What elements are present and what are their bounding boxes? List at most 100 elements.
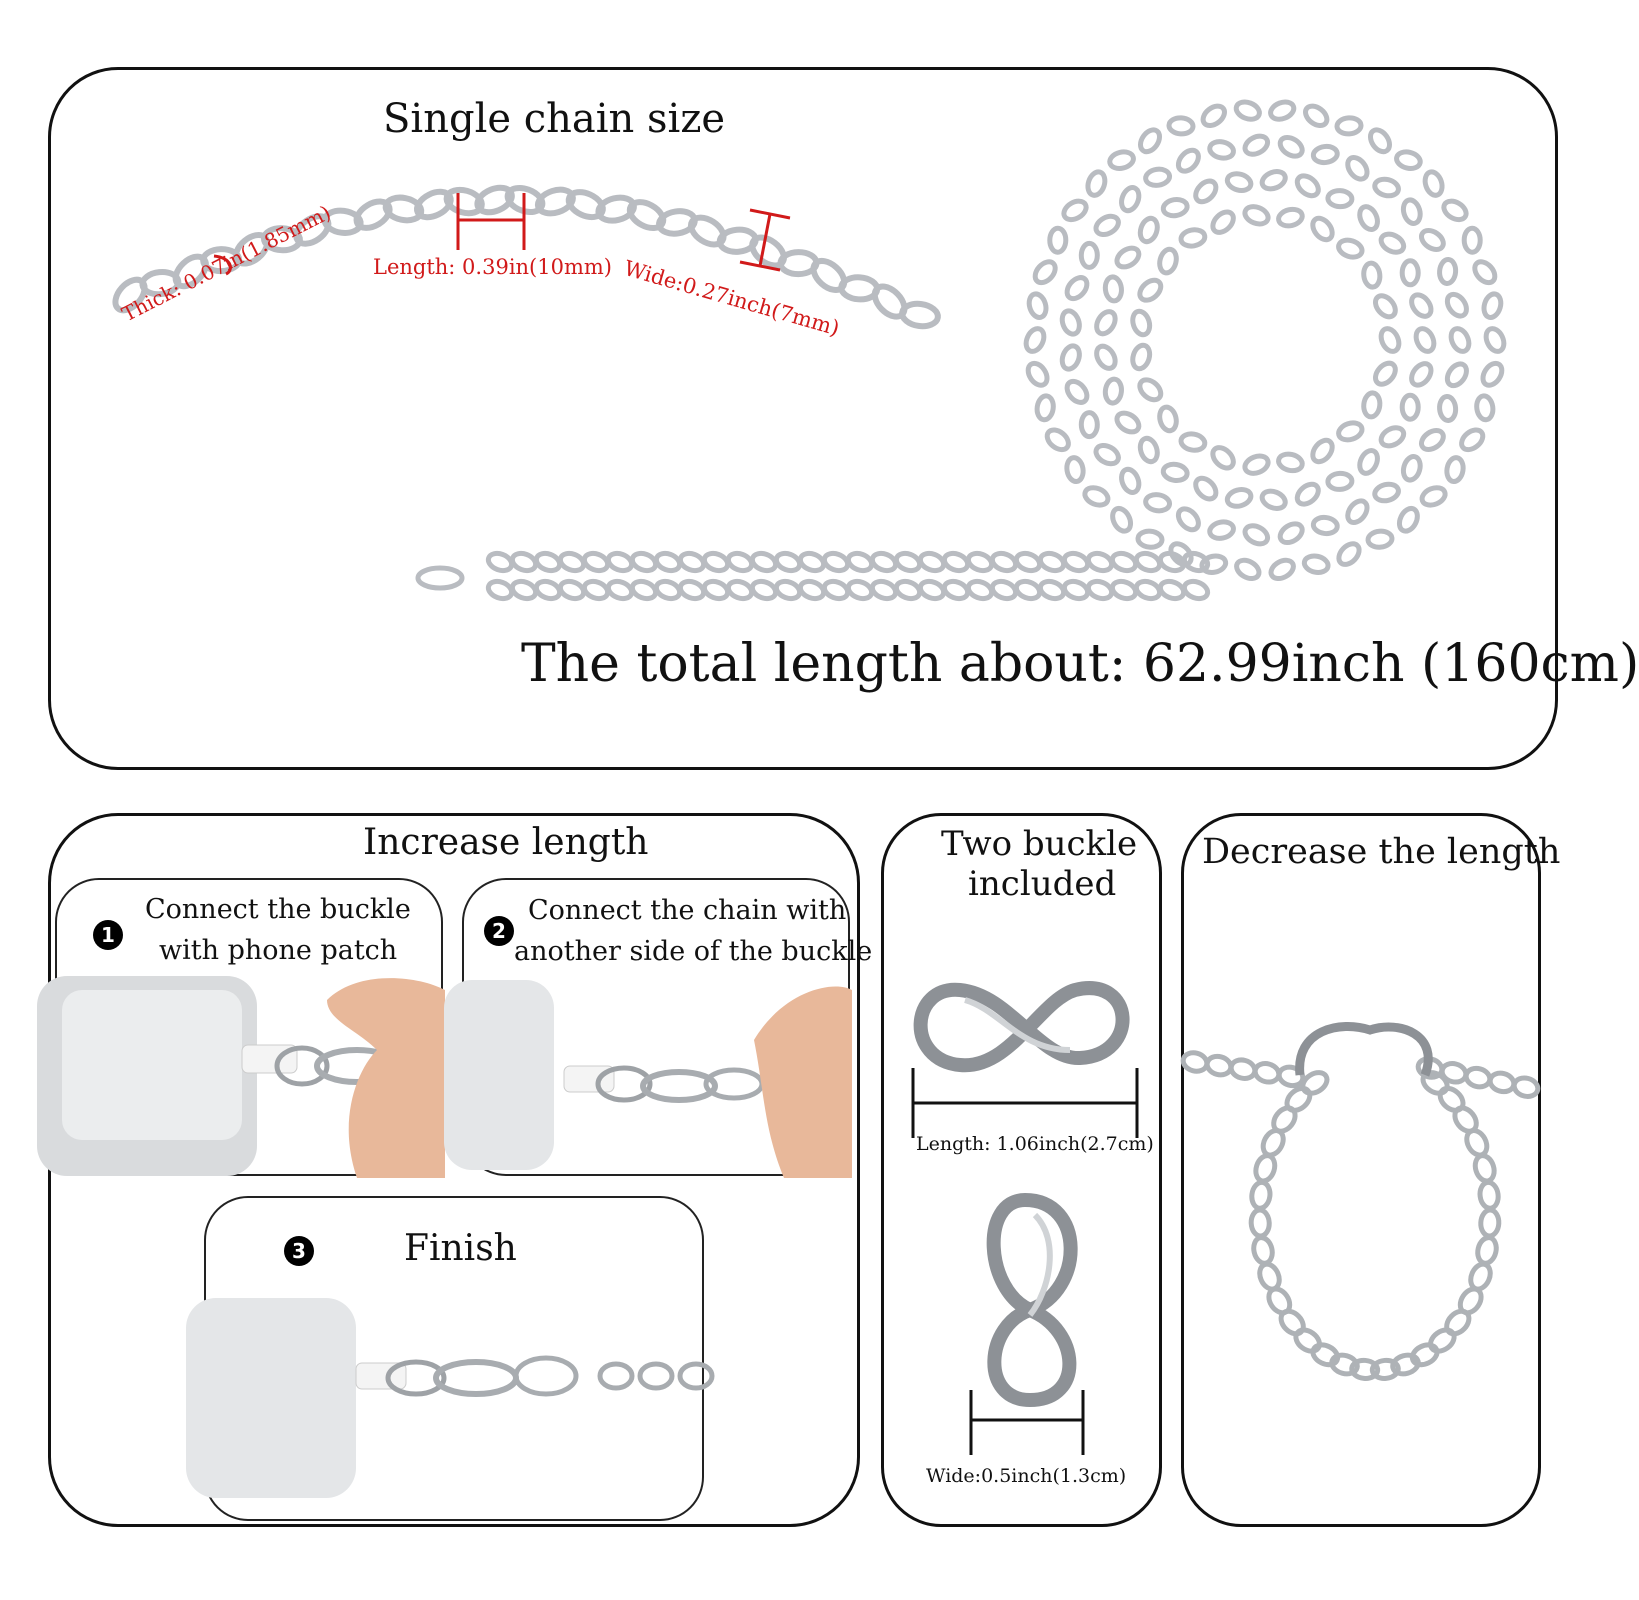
- chain-link: [1061, 578, 1091, 602]
- chain-link: [1477, 1179, 1501, 1211]
- total-length-text: The total length about: 62.99inch (160cm…: [521, 634, 1639, 694]
- two-buckle-title-line2: included: [968, 864, 1117, 904]
- chain-link: [1369, 1357, 1401, 1381]
- step-1-photo: [37, 976, 445, 1178]
- chain-link: [1378, 231, 1407, 255]
- chain-link: [1078, 240, 1100, 270]
- chain-link: [1137, 277, 1164, 303]
- chain-link: [869, 550, 899, 574]
- chain-link: [1210, 445, 1236, 471]
- chain-link: [415, 565, 465, 591]
- step-3-text: Finish: [404, 1228, 517, 1269]
- chain-link: [677, 550, 707, 574]
- decrease-length-title: Decrease the length: [1202, 832, 1561, 872]
- chain-link: [1034, 393, 1056, 423]
- chain-link: [1372, 360, 1398, 387]
- step-2-text-line2: another side of the buckle: [514, 936, 873, 967]
- chain-link: [1119, 185, 1142, 214]
- increase-length-title: Increase length: [363, 822, 649, 863]
- chain-link: [773, 550, 803, 574]
- chain-link: [581, 550, 611, 574]
- chain-link: [1444, 455, 1466, 485]
- chain-link: [1372, 481, 1401, 504]
- chain-link: [1207, 519, 1236, 541]
- two-buckle-title-line1: Two buckle: [941, 824, 1138, 864]
- chain-link: [1474, 393, 1496, 423]
- chain-link: [1253, 1153, 1278, 1184]
- chain-link: [1119, 466, 1142, 495]
- chain-link: [1137, 435, 1160, 465]
- chain-link: [1409, 1342, 1440, 1368]
- chain-link: [1259, 488, 1288, 511]
- chain-link: [1037, 550, 1067, 574]
- chain-link: [725, 578, 755, 602]
- chain-link: [533, 550, 563, 574]
- chain-link: [1110, 505, 1134, 534]
- chain-link: [1242, 523, 1271, 547]
- chain-link: [1394, 149, 1423, 171]
- chain-link: [1037, 578, 1067, 602]
- chain-link: [1437, 394, 1459, 423]
- chain-link: [1093, 443, 1121, 467]
- chain-link: [1418, 428, 1446, 452]
- chain-link: [1390, 1352, 1421, 1377]
- chain-link: [1133, 578, 1163, 602]
- chain-link: [1064, 455, 1086, 485]
- buckle-wide-label: Wide:0.5inch(1.3cm): [926, 1465, 1127, 1487]
- chain-link: [1336, 237, 1365, 260]
- chain-link: [626, 199, 667, 232]
- chain-link: [1310, 143, 1340, 166]
- chain-link: [1137, 127, 1163, 155]
- chain-link: [485, 550, 515, 574]
- chain-link: [1336, 420, 1365, 443]
- chain-link: [1059, 308, 1082, 337]
- chain-link: [1157, 550, 1187, 574]
- chain-link: [1441, 198, 1469, 223]
- chain-link: [1345, 498, 1370, 525]
- chain-link: [1252, 1061, 1282, 1085]
- chain-link: [1160, 196, 1190, 219]
- chain-link: [1160, 461, 1190, 484]
- chain-link: [1372, 176, 1401, 199]
- step-2-text-line1: Connect the chain with: [528, 895, 847, 926]
- chain-link: [1367, 127, 1393, 155]
- chain-link: [1301, 553, 1331, 575]
- chain-link: [821, 550, 851, 574]
- chain-link: [605, 578, 635, 602]
- chain-link: [1276, 206, 1305, 229]
- chain-link: [821, 578, 851, 602]
- chain-link: [1268, 557, 1296, 582]
- chain-link: [509, 550, 539, 574]
- step-2-number: 2: [484, 916, 514, 946]
- chain-link: [1059, 343, 1082, 372]
- chain-link: [1228, 1057, 1258, 1081]
- chain-link: [1300, 1070, 1330, 1096]
- chain-link: [1399, 392, 1421, 422]
- chain-link: [701, 578, 731, 602]
- chain-link: [1472, 259, 1498, 286]
- chain-link: [1444, 361, 1469, 389]
- chain-link: [1181, 578, 1211, 602]
- chain-link: [1277, 134, 1305, 159]
- chain-link: [917, 578, 947, 602]
- chain-link: [1437, 257, 1459, 286]
- chain-link: [629, 550, 659, 574]
- chain-link: [443, 186, 485, 217]
- chain-link: [1102, 376, 1124, 406]
- chain-link: [989, 578, 1019, 602]
- step-1-number: 1: [93, 920, 123, 950]
- chain-link: [845, 550, 875, 574]
- chain-link: [1472, 1153, 1497, 1184]
- chain-link: [629, 578, 659, 602]
- chain-link: [1093, 213, 1121, 237]
- chain-link: [1109, 550, 1139, 574]
- chain-link: [557, 550, 587, 574]
- chain-link: [677, 578, 707, 602]
- chain-link: [1349, 1357, 1381, 1381]
- chain-link: [797, 578, 827, 602]
- chain-link: [965, 578, 995, 602]
- chain-link: [1137, 215, 1160, 245]
- chain-link: [1178, 227, 1208, 249]
- chain-link: [1200, 103, 1227, 129]
- chain-link: [1193, 178, 1219, 205]
